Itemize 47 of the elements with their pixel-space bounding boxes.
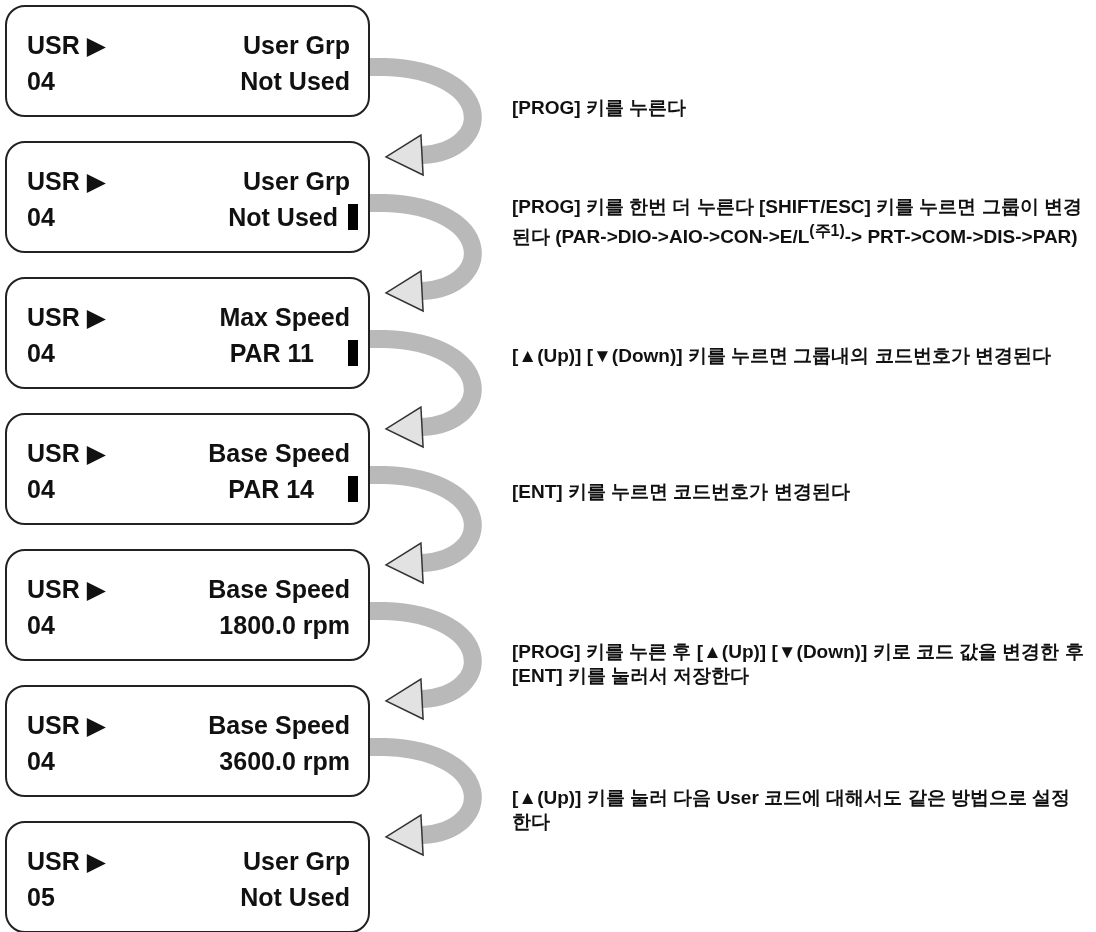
display-text: User Grp bbox=[243, 167, 350, 195]
display-text: USR ▶ bbox=[27, 847, 106, 875]
display-text: User Grp bbox=[243, 31, 350, 59]
lcd-screen bbox=[5, 277, 370, 389]
curved-arrow bbox=[370, 58, 482, 176]
lcd-screen bbox=[5, 685, 370, 797]
edge-label: [ENT] 키를 누르면 코드번호가 변경된다 bbox=[512, 480, 851, 504]
display-text: Not Used bbox=[240, 883, 350, 911]
display-text: USR ▶ bbox=[27, 439, 106, 467]
lcd-screen bbox=[5, 549, 370, 661]
lcd-screen bbox=[5, 821, 370, 932]
display-text: 04 bbox=[27, 747, 55, 775]
display-text: 04 bbox=[27, 67, 55, 95]
display-text: Not Used bbox=[240, 67, 350, 95]
display-text: USR ▶ bbox=[27, 303, 106, 331]
edge-label: [PROG] 키를 한번 더 누른다 [SHIFT/ESC] 키를 누르면 그룹이 변경된다 (PAR->DIO->AIO->CON->E/L$^{(주1)}$-> PRT->COM->DIS->PAR) bbox=[512, 195, 1083, 250]
display-text: 04 bbox=[27, 475, 55, 503]
display-text: Base Speed bbox=[208, 711, 350, 739]
edge-label: [PROG] 키를 누른 후 [▲(Up)] [▼(Down)] 키로 코드 값을 변경한 후 [ENT] 키를 눌러서 저장한다 bbox=[512, 640, 1085, 688]
display-text: PAR 11 bbox=[229, 339, 314, 367]
display-text: 04 bbox=[27, 203, 55, 231]
curved-arrow bbox=[370, 466, 482, 584]
display-text: 04 bbox=[27, 339, 55, 367]
display-text: Max Speed bbox=[219, 303, 350, 331]
lcd-screen bbox=[5, 413, 370, 525]
display-text: USR ▶ bbox=[27, 575, 106, 603]
display-text: 04 bbox=[27, 611, 55, 639]
display-text: 1800.0 rpm bbox=[219, 611, 350, 639]
lcd-screen bbox=[5, 5, 370, 117]
display-text: USR ▶ bbox=[27, 31, 106, 59]
display-text: User Grp bbox=[243, 847, 350, 875]
edge-label: [▲(Up)] [▼(Down)] 키를 누르면 그룹내의 코드번호가 변경된다 bbox=[512, 344, 1052, 368]
edge-label: [▲(Up)] 키를 눌러 다음 User 코드에 대해서도 같은 방법으로 설정한다 bbox=[512, 786, 1072, 834]
curved-arrow bbox=[370, 602, 482, 720]
display-text: Not Used bbox=[228, 203, 338, 231]
display-text: Base Speed bbox=[208, 439, 350, 467]
curved-arrow bbox=[370, 194, 482, 312]
lcd-screen bbox=[5, 141, 370, 253]
display-text: Base Speed bbox=[208, 575, 350, 603]
edge-label: [PROG] 키를 누른다 bbox=[512, 96, 688, 120]
curved-arrow bbox=[370, 738, 482, 856]
curved-arrow bbox=[370, 330, 482, 448]
display-text: USR ▶ bbox=[27, 711, 106, 739]
display-text: PAR 14 bbox=[228, 475, 314, 503]
display-text: USR ▶ bbox=[27, 167, 106, 195]
display-text: 3600.0 rpm bbox=[219, 747, 350, 775]
display-text: 05 bbox=[27, 883, 55, 911]
